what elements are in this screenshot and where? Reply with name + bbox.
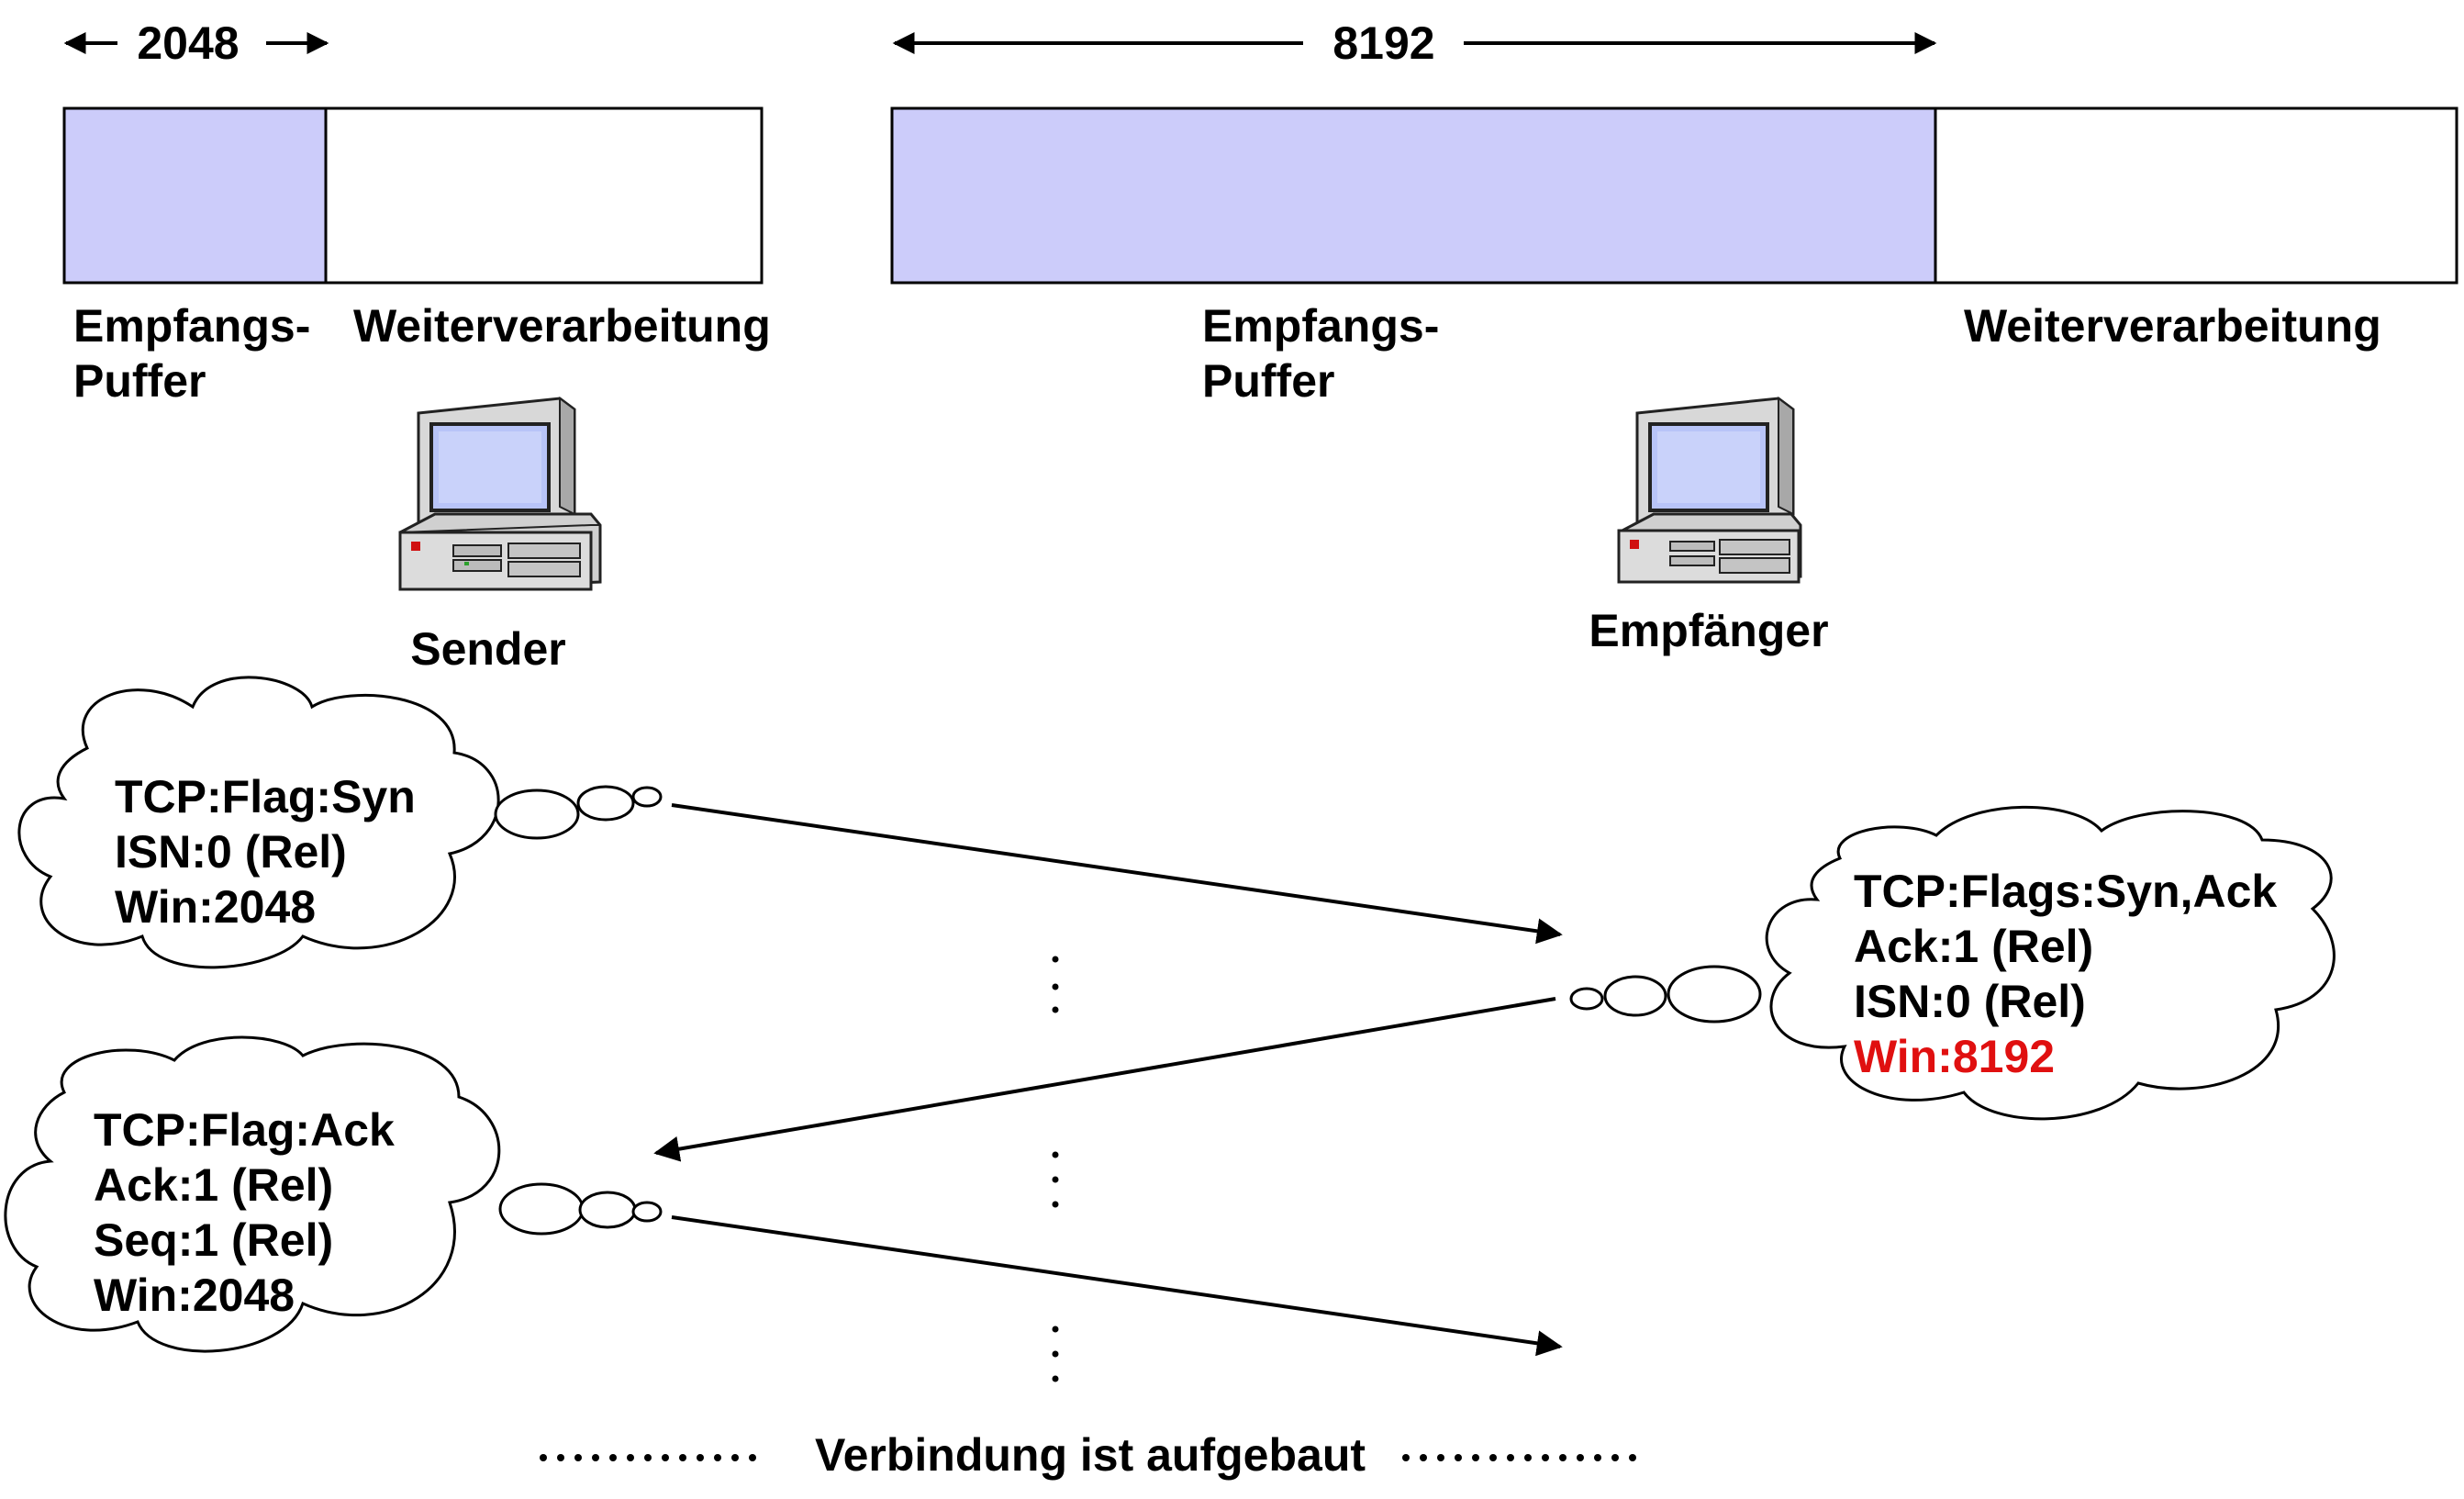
ack-cloud: TCP:Flag:Ack Ack:1 (Rel) Seq:1 (Rel) Win…	[4, 1035, 663, 1353]
receiver-processing-label: Weiterverarbeitung	[1964, 300, 2381, 352]
footer-dots-right	[1402, 1454, 1636, 1461]
receiver-buffer-size: 8192	[1332, 17, 1434, 69]
ack-line-4: Win:2048	[94, 1270, 295, 1321]
syn-cloud: TCP:Flag:Syn ISN:0 (Rel) Win:2048	[17, 676, 663, 969]
syn-line-2: ISN:0 (Rel)	[115, 826, 347, 878]
footer-dot	[1559, 1454, 1566, 1461]
synack-line-4-highlight: Win:8192	[1854, 1031, 2055, 1082]
synack-cloud-bubble-small	[1569, 987, 1604, 1011]
footer-dot	[679, 1454, 686, 1461]
ack-cloud-shape	[4, 1035, 501, 1353]
receiver-buffer-fill	[890, 106, 1937, 285]
dotted-separators	[1052, 956, 1059, 1382]
footer-dot	[609, 1454, 617, 1461]
footer-dot	[1402, 1454, 1410, 1461]
sender-processing-label: Weiterverarbeitung	[353, 300, 771, 352]
receiver-buffer: 8192 Empfangs- Puffer Weiterverarbeitung	[890, 17, 2458, 407]
footer-dot	[697, 1454, 704, 1461]
footer-dot	[1594, 1454, 1601, 1461]
syn-cloud-shape	[17, 676, 500, 969]
footer-dot	[1611, 1454, 1619, 1461]
sender-buffer: 2048 Empfangs- Puffer Weiterverarbeitung	[62, 17, 771, 407]
footer-dot	[592, 1454, 599, 1461]
footer-dot	[1507, 1454, 1514, 1461]
ack-line-2: Ack:1 (Rel)	[94, 1159, 333, 1211]
sender-computer-icon	[398, 397, 602, 591]
receiver-buffer-label-1: Empfangs-	[1202, 300, 1439, 352]
ack-cloud-bubble-large	[498, 1182, 585, 1236]
syn-cloud-bubble-medium	[576, 785, 635, 822]
ack-arrow	[671, 1215, 1563, 1357]
synack-line-3: ISN:0 (Rel)	[1854, 976, 2086, 1027]
footer-dot	[749, 1454, 756, 1461]
footer-dot	[644, 1454, 652, 1461]
footer-dots-left	[540, 1454, 756, 1461]
synack-arrow	[653, 997, 1556, 1162]
receiver-buffer-label-2: Puffer	[1202, 355, 1334, 407]
footer-dot	[714, 1454, 721, 1461]
sender-buffer-label-2: Puffer	[73, 355, 206, 407]
ack-cloud-bubble-small	[631, 1201, 663, 1223]
footer-dot	[1420, 1454, 1427, 1461]
ack-line-3: Seq:1 (Rel)	[94, 1214, 333, 1266]
syn-line-1: TCP:Flag:Syn	[115, 771, 416, 822]
ack-line-1: TCP:Flag:Ack	[94, 1104, 395, 1156]
synack-line-1: TCP:Flags:Syn,Ack	[1854, 866, 2277, 917]
footer-dot	[557, 1454, 564, 1461]
footer-dot	[540, 1454, 547, 1461]
sender-buffer-label-1: Empfangs-	[73, 300, 310, 352]
footer-dot	[1489, 1454, 1497, 1461]
footer-dot	[1524, 1454, 1532, 1461]
footer-dot	[662, 1454, 669, 1461]
footer-dot	[1472, 1454, 1479, 1461]
footer-dot	[1577, 1454, 1584, 1461]
sender-buffer-fill	[62, 106, 328, 285]
synack-cloud-bubble-large	[1667, 965, 1762, 1024]
ack-cloud-bubble-medium	[578, 1191, 637, 1229]
sender-label: Sender	[410, 623, 566, 675]
synack-line-2: Ack:1 (Rel)	[1854, 921, 2093, 972]
synack-cloud: TCP:Flags:Syn,Ack Ack:1 (Rel) ISN:0 (Rel…	[1569, 805, 2336, 1121]
syn-arrow	[671, 803, 1563, 945]
receiver-label: Empfänger	[1589, 605, 1828, 656]
synack-cloud-bubble-medium	[1603, 975, 1667, 1017]
footer-dot	[1542, 1454, 1549, 1461]
syn-line-3: Win:2048	[115, 881, 316, 933]
footer-dot	[1629, 1454, 1636, 1461]
syn-cloud-bubble-large	[494, 789, 580, 840]
footer-dot	[627, 1454, 634, 1461]
synack-cloud-shape	[1765, 805, 2336, 1121]
footer-dot	[731, 1454, 739, 1461]
connection-status: Verbindung ist aufgebaut	[815, 1429, 1366, 1481]
footer-dot	[574, 1454, 582, 1461]
receiver-computer-icon	[1617, 397, 1802, 584]
sender-buffer-size: 2048	[137, 17, 239, 69]
footer-dot	[1455, 1454, 1462, 1461]
footer-dot	[1437, 1454, 1444, 1461]
syn-cloud-bubble-small	[631, 786, 663, 808]
